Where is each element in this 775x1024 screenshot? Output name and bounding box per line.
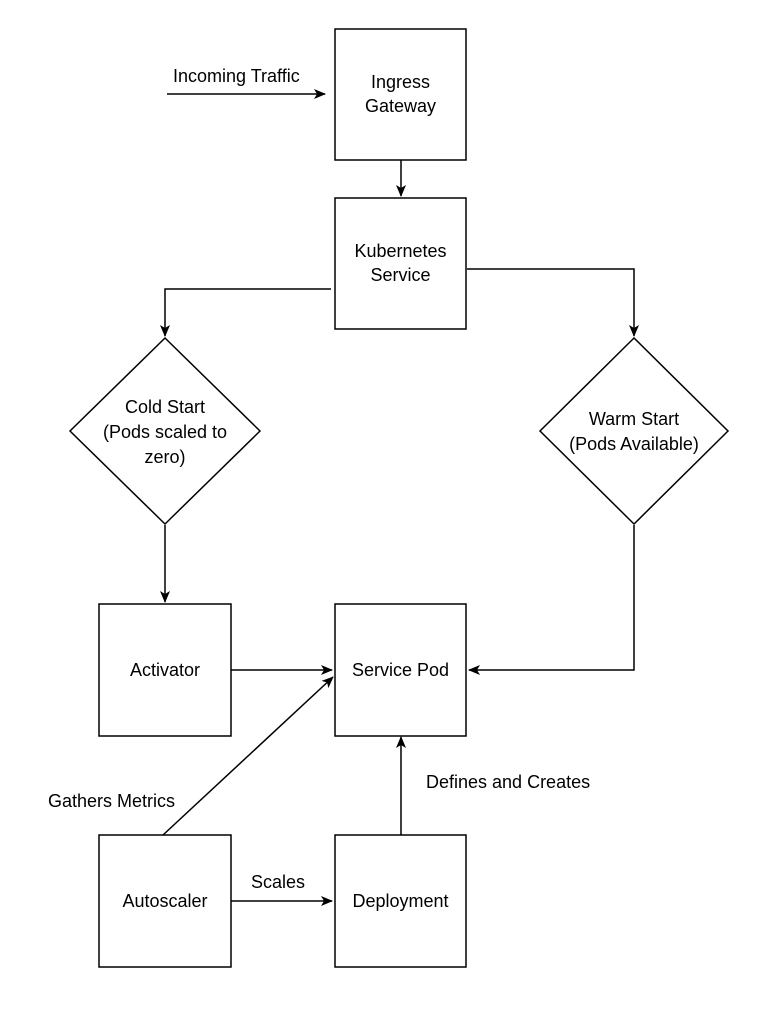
cold-start-label-line-1: Cold Start xyxy=(125,397,205,417)
deployment-label: Deployment xyxy=(352,891,448,911)
ingress-gateway-label-line-2: Gateway xyxy=(365,96,436,116)
autoscaler-label: Autoscaler xyxy=(122,891,207,911)
label-gathers-metrics: Gathers Metrics xyxy=(48,791,175,811)
edge-warm-start-to-service-pod xyxy=(468,525,635,675)
cold-start-label-line-3: zero) xyxy=(144,447,185,467)
edges xyxy=(160,89,639,906)
label-scales: Scales xyxy=(251,872,305,892)
edge-labels: Incoming Traffic Gathers Metrics Scales … xyxy=(48,66,590,892)
warm-start-label-line-2: (Pods Available) xyxy=(569,434,699,454)
node-deployment: Deployment xyxy=(334,834,467,968)
node-activator: Activator xyxy=(98,603,232,737)
kubernetes-service-label-line-2: Service xyxy=(370,265,430,285)
node-kubernetes-service: Kubernetes Service xyxy=(334,197,467,330)
node-ingress-gateway: Ingress Gateway xyxy=(334,28,467,161)
warm-start-label-line-1: Warm Start xyxy=(589,409,679,429)
ingress-gateway-label-line-1: Ingress xyxy=(371,72,430,92)
label-defines-and-creates: Defines and Creates xyxy=(426,772,590,792)
cold-start-label-line-2: (Pods scaled to xyxy=(103,422,227,442)
edge-autoscaler-to-service-pod xyxy=(162,676,334,836)
node-autoscaler: Autoscaler xyxy=(98,834,232,968)
service-pod-label: Service Pod xyxy=(352,660,449,680)
node-warm-start: Warm Start (Pods Available) xyxy=(538,336,730,526)
node-service-pod: Service Pod xyxy=(334,603,467,737)
label-incoming-traffic: Incoming Traffic xyxy=(173,66,300,86)
edge-service-to-warm-start xyxy=(467,268,639,337)
activator-label: Activator xyxy=(130,660,200,680)
edge-service-to-cold-start xyxy=(160,288,331,337)
kubernetes-service-label-line-1: Kubernetes xyxy=(354,241,446,261)
node-cold-start: Cold Start (Pods scaled to zero) xyxy=(68,336,262,526)
